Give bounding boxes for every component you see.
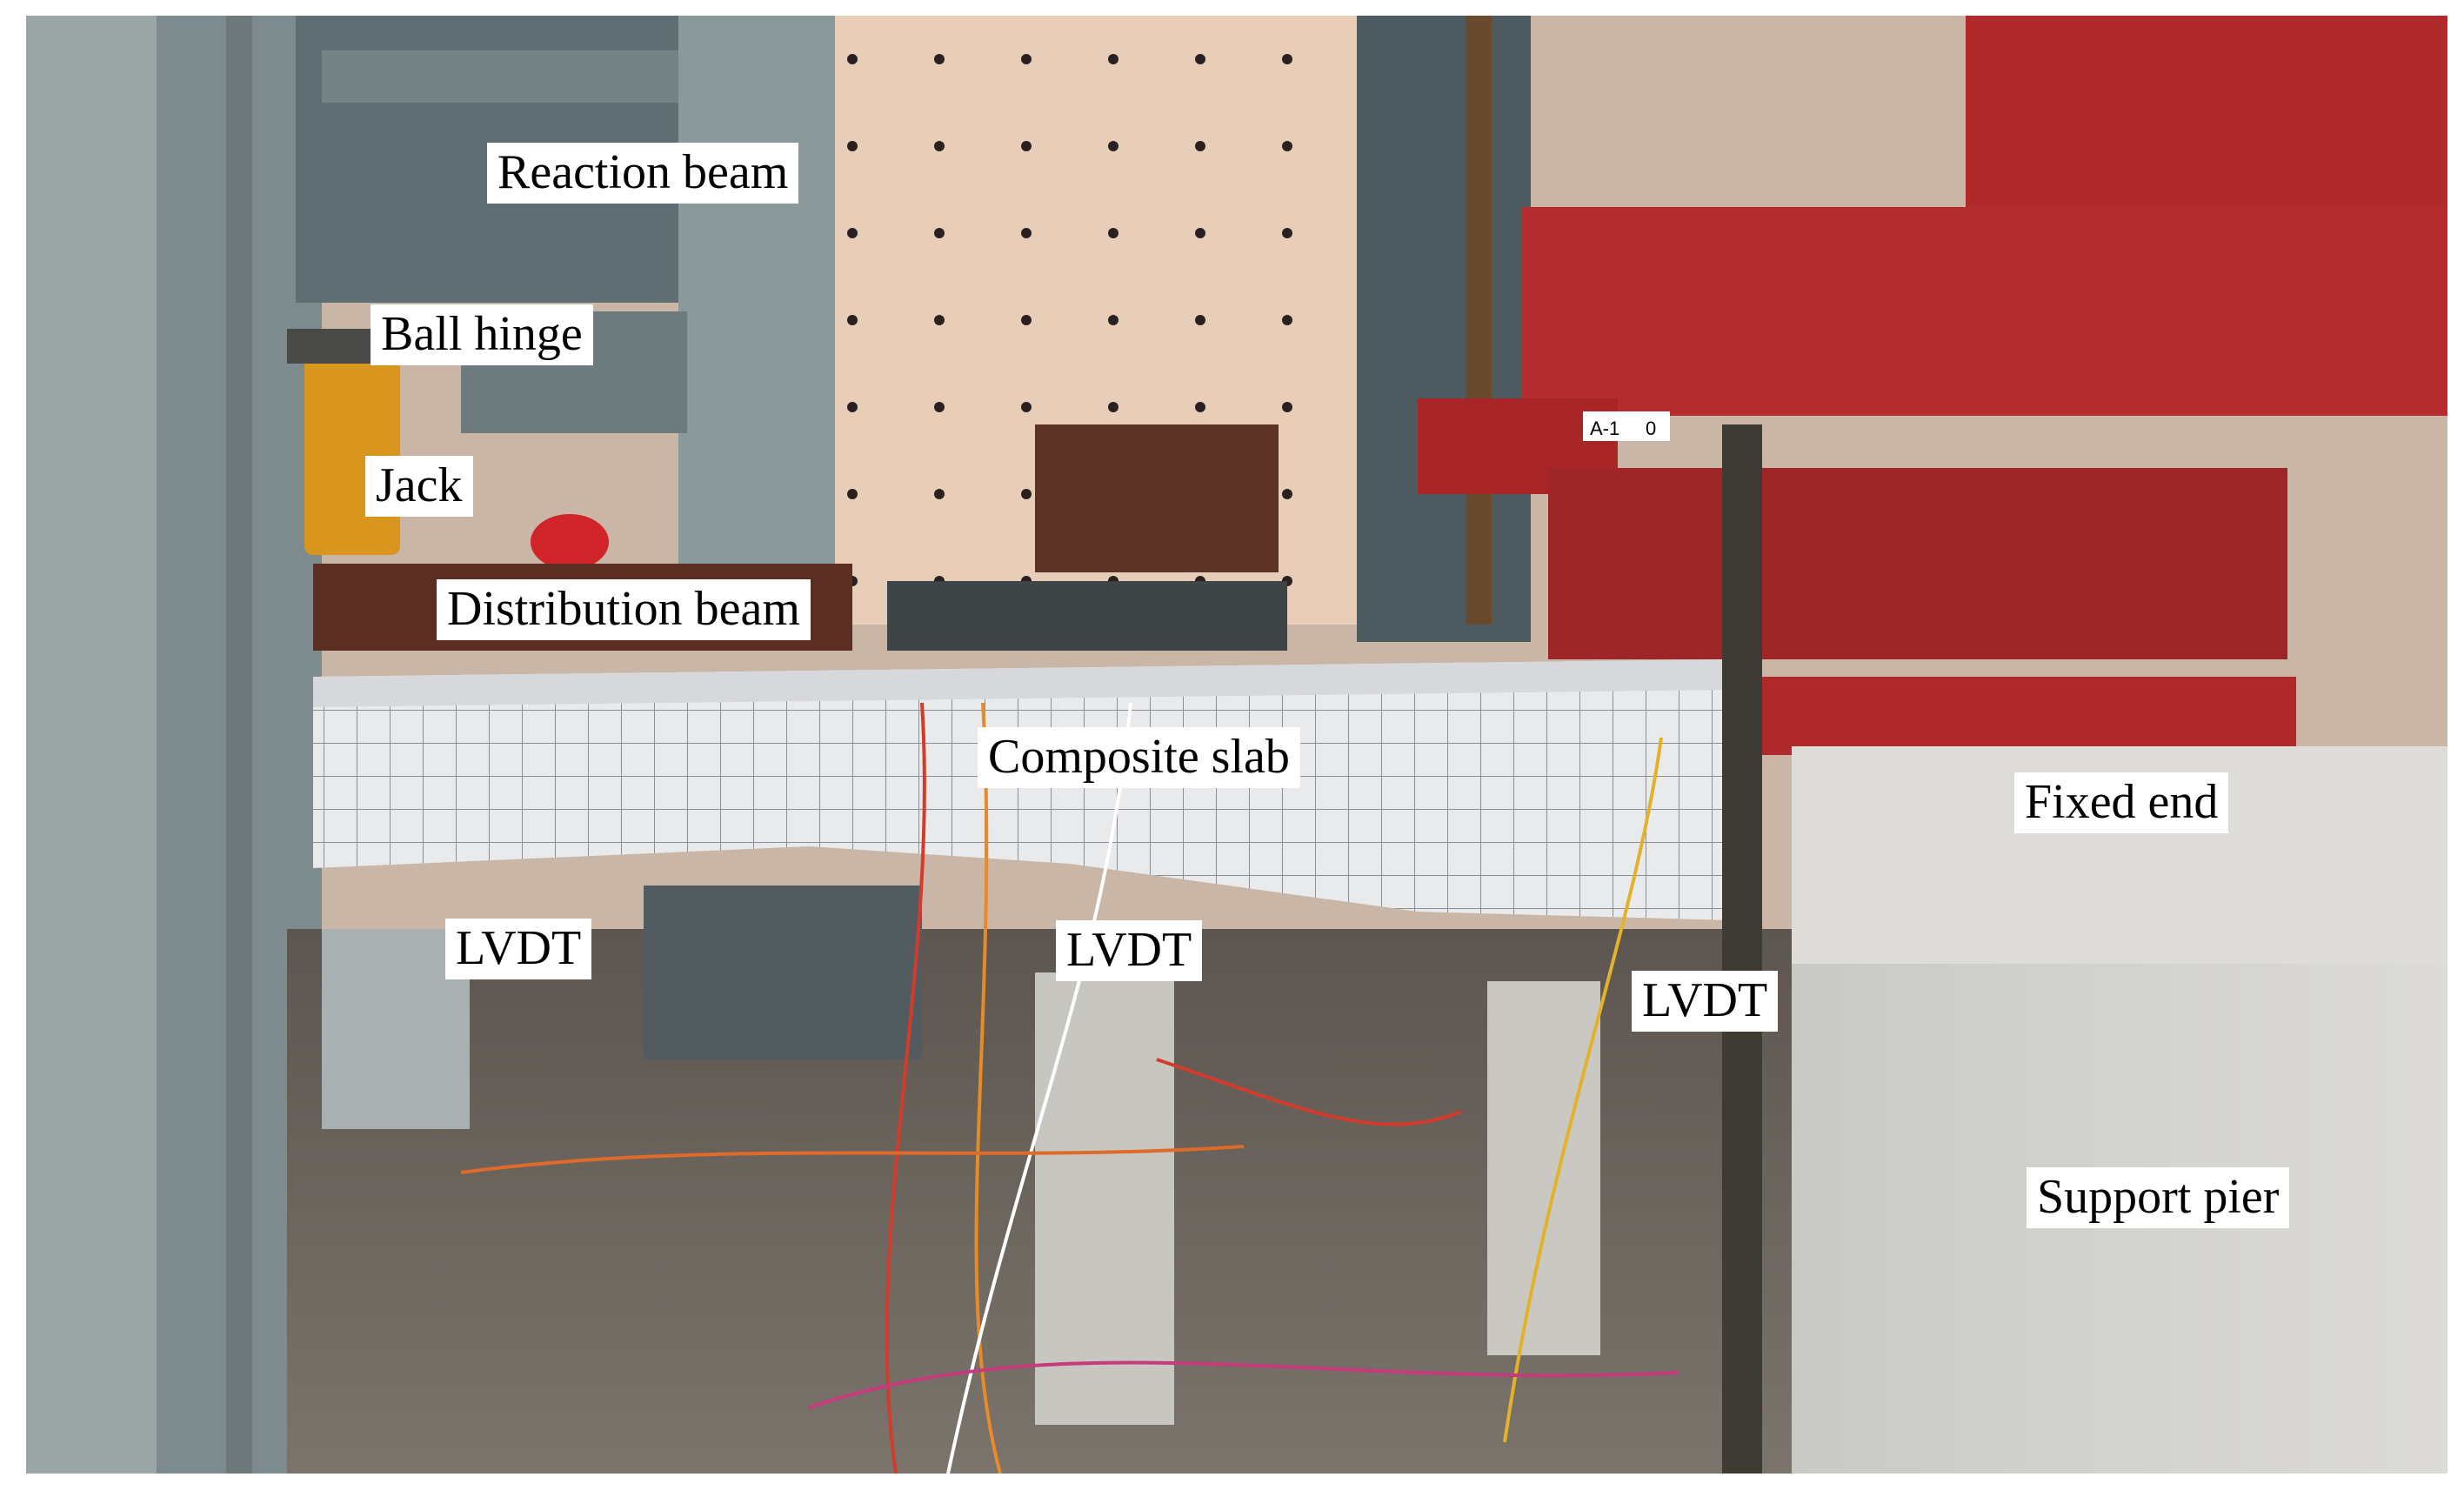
label-ball-hinge: Ball hinge xyxy=(371,304,593,365)
helmet xyxy=(531,514,609,570)
center-column xyxy=(1357,16,1531,642)
specimen-tag-text: A-1 xyxy=(1590,418,1619,439)
steel-frame xyxy=(887,581,1287,651)
red-frame-beam xyxy=(1522,207,2447,416)
slab-top-surface xyxy=(313,659,1731,707)
concrete-block-right xyxy=(1487,981,1600,1355)
label-jack: Jack xyxy=(365,456,473,517)
specimen-tag-number: 0 xyxy=(1646,418,1656,439)
label-lvdt-left: LVDT xyxy=(445,919,592,979)
red-frame-top xyxy=(1966,16,2447,216)
left-column-flange xyxy=(226,16,252,1474)
sensor-wires xyxy=(460,702,1679,1474)
label-reaction-beam: Reaction beam xyxy=(487,143,799,204)
label-lvdt-right: LVDT xyxy=(1632,971,1779,1032)
threaded-rod xyxy=(1466,16,1492,625)
label-lvdt-middle: LVDT xyxy=(1056,920,1203,981)
concrete-block-middle xyxy=(1035,972,1174,1425)
left-column-outer xyxy=(26,16,157,1474)
slab-grid xyxy=(313,659,1731,920)
label-distribution-beam: Distribution beam xyxy=(437,579,811,640)
label-support-pier: Support pier xyxy=(2027,1167,2290,1228)
jack xyxy=(304,355,400,555)
red-frame-lower xyxy=(1548,468,2287,659)
steel-support-left xyxy=(644,886,922,1059)
reaction-column xyxy=(678,16,835,607)
steel-box xyxy=(1035,424,1279,572)
specimen-tag xyxy=(1583,411,1670,441)
lvdt-stand-left xyxy=(322,929,470,1129)
test-setup-photo: A-1 0 xyxy=(26,16,2447,1474)
red-frame-base xyxy=(1757,677,2296,755)
photo-illustration: A-1 0 xyxy=(26,16,2447,1474)
foreground-threaded-rod xyxy=(1722,424,1762,1474)
label-fixed-end: Fixed end xyxy=(2014,772,2229,833)
label-composite-slab: Composite slab xyxy=(978,727,1300,788)
